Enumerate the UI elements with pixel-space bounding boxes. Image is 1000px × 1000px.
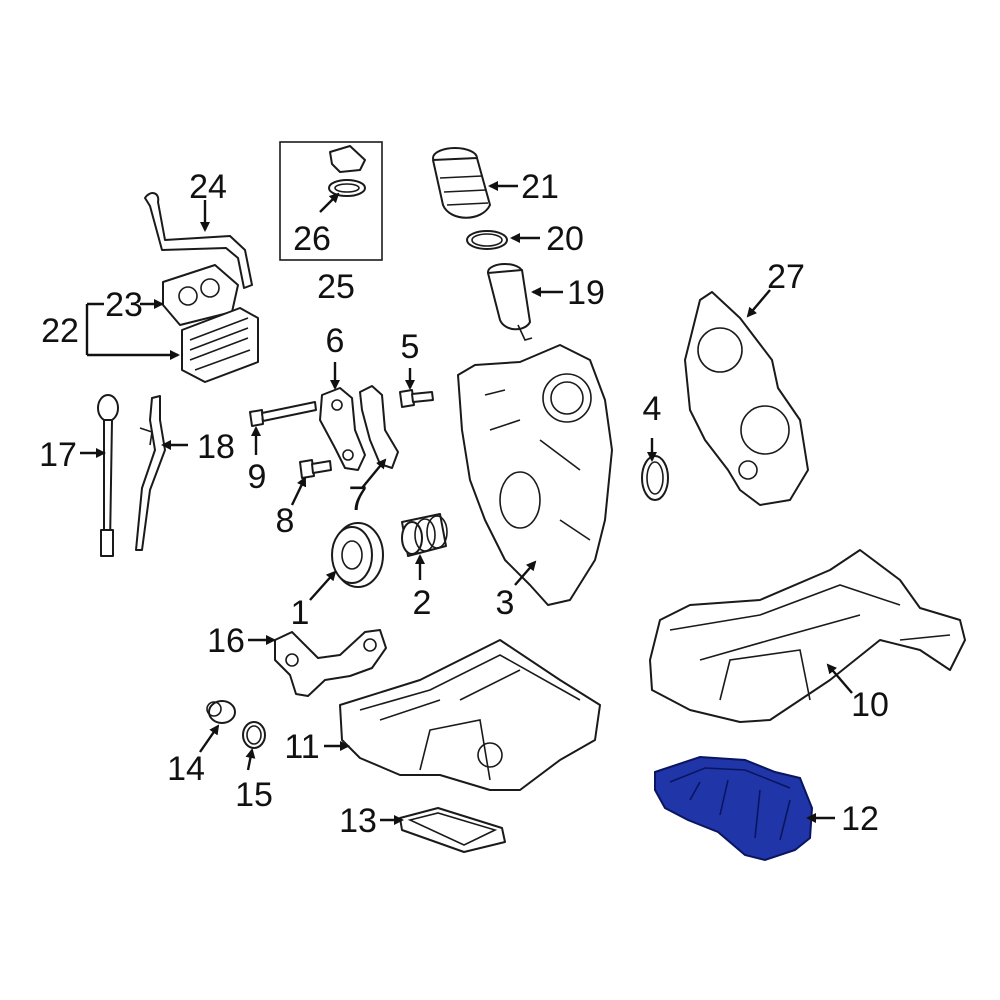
part-14-bushing[interactable] bbox=[206, 700, 236, 724]
callout-8[interactable]: 8 bbox=[276, 502, 295, 540]
callout-4[interactable]: 4 bbox=[643, 390, 662, 428]
callout-10[interactable]: 10 bbox=[851, 686, 889, 724]
callout-7[interactable]: 7 bbox=[349, 480, 368, 518]
part-27-cover-plate[interactable] bbox=[684, 291, 809, 506]
part-11-upper-oil-pan[interactable] bbox=[339, 639, 601, 791]
part-24-hose[interactable] bbox=[144, 192, 253, 289]
callout-20[interactable]: 20 bbox=[546, 220, 584, 258]
callout-23[interactable]: 23 bbox=[105, 286, 143, 324]
part-8-bolt[interactable] bbox=[299, 459, 332, 479]
callout-11[interactable]: 11 bbox=[284, 728, 319, 766]
callout-19[interactable]: 19 bbox=[567, 274, 605, 312]
callout-26[interactable]: 26 bbox=[293, 220, 331, 258]
callout-15[interactable]: 15 bbox=[235, 776, 273, 814]
part-15-o-ring[interactable] bbox=[242, 721, 266, 749]
part-25-kit-box[interactable] bbox=[279, 141, 383, 261]
callout-21[interactable]: 21 bbox=[521, 168, 559, 206]
callout-25[interactable]: 25 bbox=[317, 268, 355, 306]
callout-2[interactable]: 2 bbox=[413, 584, 432, 622]
callout-12[interactable]: 12 bbox=[841, 800, 879, 838]
callout-6[interactable]: 6 bbox=[326, 322, 345, 360]
part-20-o-ring[interactable] bbox=[466, 230, 508, 250]
part-16-bracket[interactable] bbox=[274, 629, 387, 697]
callout-14[interactable]: 14 bbox=[167, 750, 205, 788]
part-19-filter-element[interactable] bbox=[487, 263, 533, 341]
callout-1[interactable]: 1 bbox=[291, 594, 310, 632]
callout-17[interactable]: 17 bbox=[39, 436, 77, 474]
part-5-bolt[interactable] bbox=[399, 389, 434, 408]
part-10-oil-pan[interactable] bbox=[649, 549, 966, 723]
part-13-gasket[interactable] bbox=[399, 807, 506, 853]
part-4-seal[interactable] bbox=[641, 455, 669, 501]
part-6-bracket[interactable] bbox=[319, 387, 366, 471]
callout-3[interactable]: 3 bbox=[496, 584, 515, 622]
part-17-dipstick[interactable] bbox=[97, 394, 119, 557]
part-22-oil-cooler[interactable] bbox=[181, 307, 259, 383]
callout-9[interactable]: 9 bbox=[248, 458, 267, 496]
part-1-pulley[interactable] bbox=[331, 522, 384, 588]
callout-5[interactable]: 5 bbox=[401, 328, 420, 366]
callout-27[interactable]: 27 bbox=[767, 258, 805, 296]
part-7-bracket[interactable] bbox=[359, 385, 399, 469]
leader-lines bbox=[80, 181, 853, 825]
callout-13[interactable]: 13 bbox=[339, 802, 377, 840]
part-12-oil-pan-highlighted[interactable] bbox=[654, 755, 814, 862]
part-18-dipstick-tube[interactable] bbox=[135, 395, 166, 551]
part-9-long-bolt[interactable] bbox=[249, 401, 317, 427]
callout-22[interactable]: 22 bbox=[41, 312, 79, 350]
part-2-damper[interactable] bbox=[401, 513, 448, 557]
callout-18[interactable]: 18 bbox=[197, 428, 235, 466]
part-21-filter-housing[interactable] bbox=[432, 147, 491, 219]
callout-24[interactable]: 24 bbox=[189, 168, 227, 206]
callout-16[interactable]: 16 bbox=[207, 622, 245, 660]
part-3-timing-cover[interactable] bbox=[457, 344, 613, 606]
callout-labels: 1 2 3 4 5 6 7 8 9 10 11 12 13 14 15 16 1… bbox=[39, 168, 889, 840]
